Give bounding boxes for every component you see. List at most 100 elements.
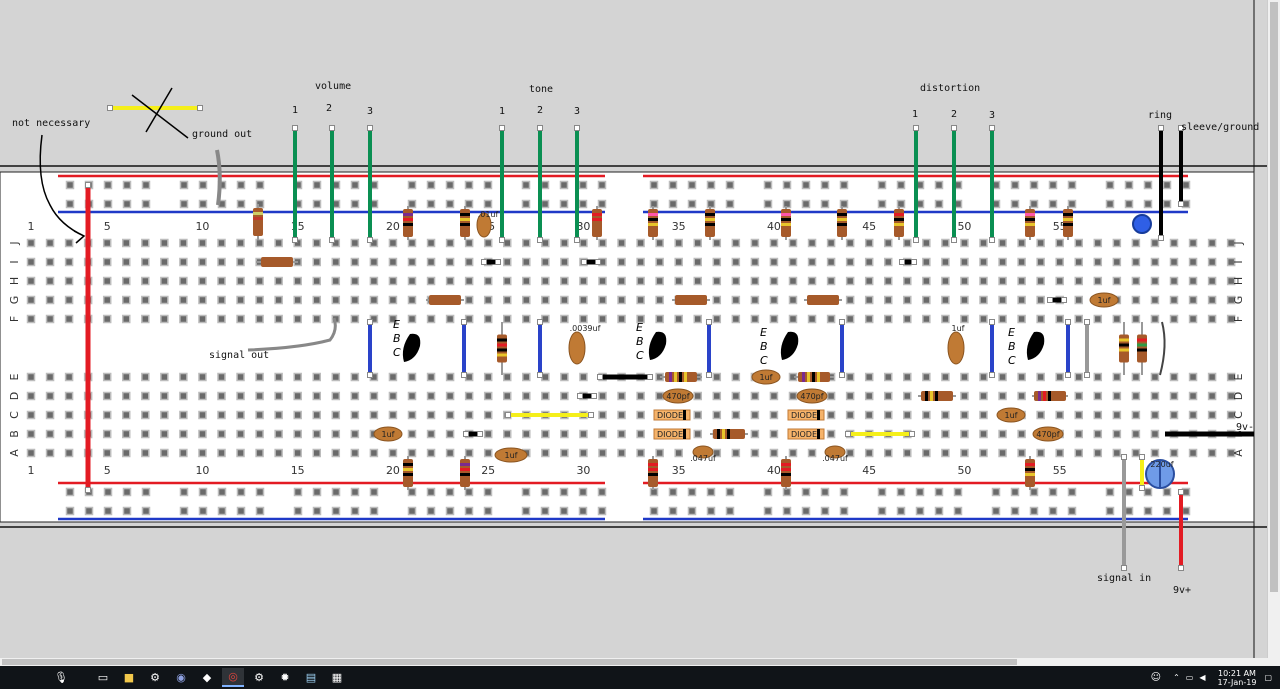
rail-hole-0-7-0 [877, 180, 887, 190]
hole-upper-2-13 [255, 276, 264, 286]
black-jumper-4-end-b [591, 393, 597, 399]
res-h-9-band-1 [722, 429, 725, 439]
blue-jumper-3-end-b [706, 372, 712, 378]
blue-jumper-3-end-a [706, 319, 712, 325]
rail-hole-0-8-2 [1029, 180, 1039, 190]
hole-upper-3-1 [26, 295, 36, 305]
cap-1uf-4 [947, 331, 965, 365]
hole-upper-3-38 [731, 295, 741, 305]
res-top-1-band-1 [253, 217, 263, 220]
tray-chevron-icon[interactable]: ⌃ [1173, 673, 1180, 682]
rail-hole-0-4-4 [597, 180, 607, 190]
hole-upper-3-19 [369, 295, 379, 305]
hole-upper-2-45 [864, 276, 874, 286]
transistor-4-pin-E: E [1008, 326, 1015, 339]
vertical-scroll-thumb[interactable] [1270, 2, 1278, 592]
hole-lower-3-50 [960, 429, 969, 439]
res-bot-1-band-0 [403, 463, 413, 466]
hole-upper-2-36 [693, 276, 702, 286]
rail-hole-3-1-1 [198, 506, 208, 516]
clock-date: 17-Jan-19 [1217, 677, 1257, 687]
hole-lower-4-49 [941, 448, 950, 458]
red-power-wire-end-b [85, 487, 91, 493]
hole-upper-4-51 [979, 314, 988, 324]
hole-lower-1-53 [1017, 391, 1026, 401]
rail-hole-3-7-2 [915, 506, 925, 516]
hole-lower-1-21 [407, 391, 417, 401]
volume-icon[interactable]: ◀ [1199, 673, 1206, 682]
horizontal-scrollbar[interactable] [0, 658, 1280, 666]
people-icon[interactable]: ☺ [1150, 672, 1162, 683]
hole-upper-4-22 [426, 314, 436, 324]
rail-hole-1-1-1 [198, 199, 208, 209]
hole-lower-1-20 [388, 391, 398, 401]
steam-icon[interactable]: ⚙ [150, 671, 160, 684]
hole-upper-1-54 [1036, 257, 1045, 267]
res-bot-1-band-1 [403, 468, 413, 471]
rail-hole-3-6-4 [839, 506, 849, 516]
task-view-icon[interactable]: ▭ [97, 671, 109, 684]
res-bot-5-band-2 [1025, 473, 1035, 476]
game-icon[interactable]: ◆ [202, 671, 212, 684]
tone-label: tone [529, 84, 554, 95]
hole-upper-4-34 [655, 314, 664, 324]
calculator-icon[interactable]: ▦ [331, 671, 343, 684]
yellow-jumper-3-end-a [1139, 454, 1145, 460]
steam-icon-2[interactable]: ⚙ [254, 671, 264, 684]
hole-upper-1-7 [141, 257, 150, 267]
transistor-2-pin-E: E [636, 321, 643, 334]
diode-2-band [683, 429, 686, 439]
hole-upper-1-17 [331, 257, 341, 267]
hole-lower-2-21 [407, 410, 417, 420]
file-explorer-icon[interactable]: ■ [123, 671, 135, 684]
hole-upper-3-24 [464, 295, 474, 305]
chrome-icon[interactable]: ◎ [222, 668, 244, 687]
hole-lower-0-17 [331, 372, 341, 382]
settings-icon[interactable]: ✹ [280, 671, 290, 684]
hole-upper-0-29 [560, 238, 569, 248]
rail-hole-2-8-0 [991, 487, 1001, 497]
hole-lower-4-57 [1093, 448, 1103, 458]
cap-220uf-label: 220uf [1150, 460, 1173, 469]
hole-lower-3-2 [45, 429, 55, 439]
system-tray: ☺ ⌃ ▭ ◀ 10:21 AM 17-Jan-19 ▢ [1151, 666, 1280, 689]
rail-hole-2-4-4 [597, 487, 607, 497]
black-jumper-1-end-b [595, 259, 601, 265]
mic-icon[interactable]: 🎙 [54, 671, 68, 684]
network-icon[interactable]: ▭ [1185, 673, 1194, 682]
hole-lower-4-59 [1131, 448, 1141, 458]
drawing-canvas[interactable]: 1510152025303540455055151015202530354045… [0, 0, 1268, 658]
hole-lower-0-54 [1036, 372, 1045, 382]
notepad-icon[interactable]: ▤ [305, 671, 317, 684]
hole-lower-2-18 [350, 410, 360, 420]
notification-icon[interactable]: ▢ [1264, 673, 1272, 682]
hole-upper-4-25 [483, 314, 493, 324]
hole-lower-4-15 [293, 448, 302, 458]
hole-upper-2-8 [160, 276, 169, 286]
hole-lower-4-51 [979, 448, 988, 458]
hole-upper-1-60 [1150, 257, 1160, 267]
discord-icon[interactable]: ◉ [176, 671, 186, 684]
row-letter-H-1: H [1232, 277, 1245, 285]
cap-1uf-5 [996, 407, 1026, 423]
rail-hole-2-8-2 [1029, 487, 1039, 497]
column-number-top-35: 35 [672, 220, 686, 233]
column-number-top-30: 30 [576, 220, 590, 233]
horizontal-scroll-thumb[interactable] [2, 659, 1017, 665]
transistor-3-pin-C: C [760, 354, 768, 367]
cap-470pf-2 [796, 388, 828, 404]
hole-upper-4-58 [1112, 314, 1122, 324]
vertical-scrollbar[interactable] [1267, 0, 1280, 658]
hole-upper-4-52 [998, 314, 1007, 324]
rail-hole-3-0-4 [141, 506, 151, 516]
hole-upper-1-45 [864, 257, 874, 267]
hole-lower-2-23 [445, 410, 455, 420]
hole-lower-1-57 [1093, 391, 1103, 401]
hole-lower-3-57 [1093, 429, 1103, 439]
cap-1uf-6-label: 1uf [1098, 296, 1111, 305]
hole-lower-2-3 [64, 410, 74, 420]
clock[interactable]: 10:21 AM 17-Jan-19 [1218, 669, 1257, 687]
hole-upper-0-6 [122, 238, 131, 248]
rail-hole-1-8-2 [1029, 199, 1039, 209]
hole-lower-1-16 [312, 391, 321, 401]
